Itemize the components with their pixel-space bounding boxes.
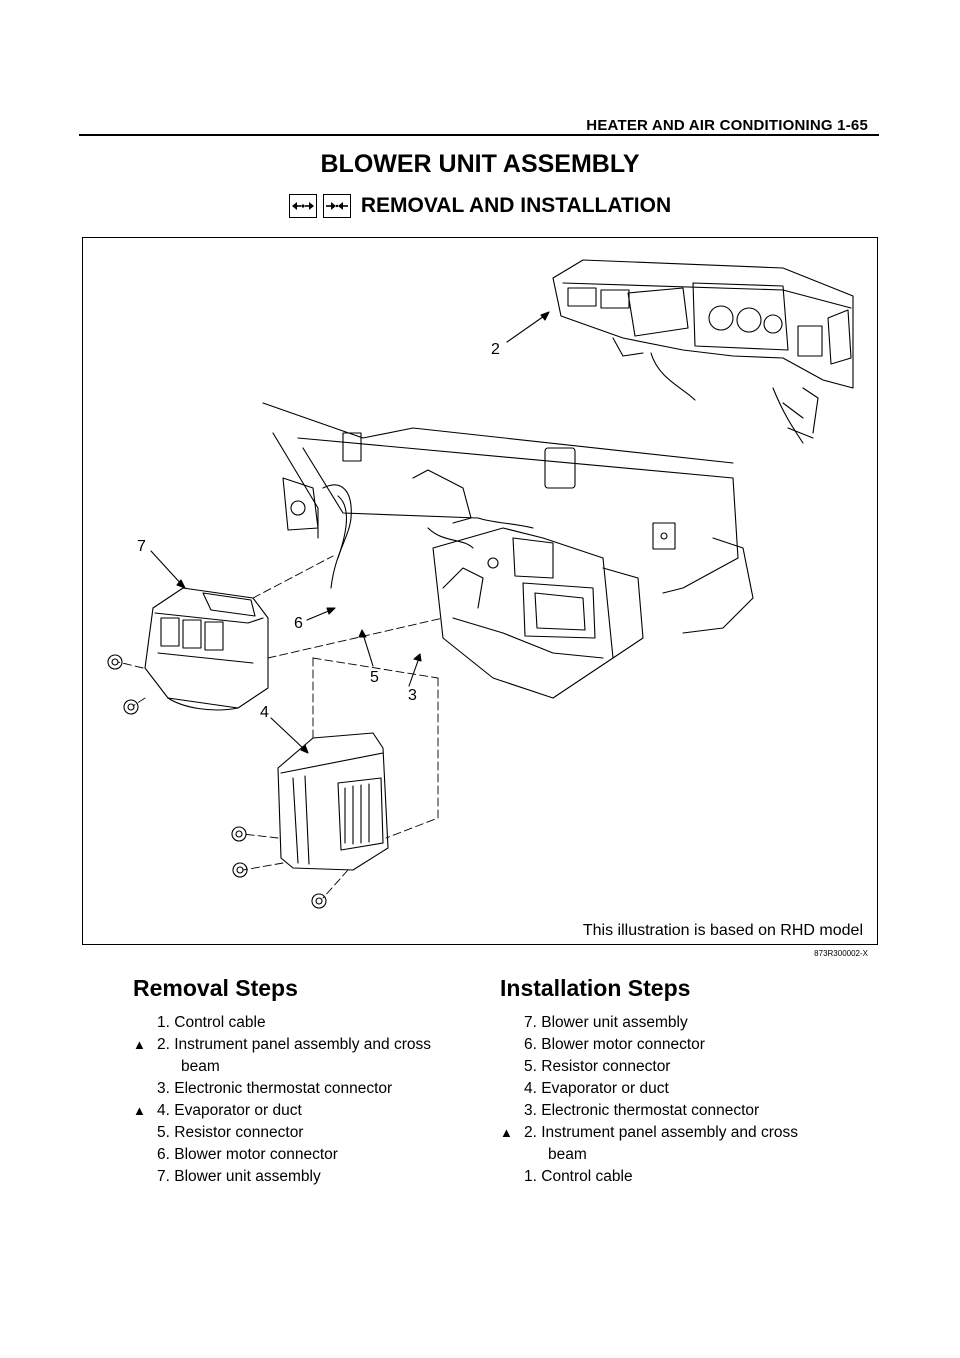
callout-3: 3 bbox=[408, 687, 417, 704]
step-number: 2. bbox=[157, 1036, 170, 1053]
step-number: 2. bbox=[524, 1124, 537, 1141]
figure-code: 873R300002-X bbox=[814, 949, 868, 958]
evaporator-drawing bbox=[231, 732, 389, 909]
removal-steps-list: 1. Control cable ▲ 2. Instrument panel ass… bbox=[133, 1012, 431, 1188]
step-item: 7. Blower unit assembly bbox=[500, 1012, 798, 1034]
step-text: Instrument panel assembly and cross bbox=[174, 1036, 431, 1053]
step-text: Electronic thermostat connector bbox=[174, 1080, 393, 1097]
step-number: 4. bbox=[524, 1080, 537, 1097]
step-text: Control cable bbox=[541, 1168, 633, 1185]
step-text: Instrument panel assembly and cross bbox=[541, 1124, 798, 1141]
step-item: 1. Control cable bbox=[133, 1012, 431, 1034]
step-number: 1. bbox=[157, 1014, 170, 1031]
callout-5: 5 bbox=[370, 669, 379, 686]
step-text: Evaporator or duct bbox=[541, 1080, 669, 1097]
illustration-drawing bbox=[107, 259, 854, 909]
removal-steps-heading: Removal Steps bbox=[133, 975, 298, 1001]
step-item: 7. Blower unit assembly bbox=[133, 1166, 431, 1188]
step-text: Blower unit assembly bbox=[541, 1014, 688, 1031]
heater-unit-drawing bbox=[427, 527, 644, 699]
step-item: 1. Control cable bbox=[500, 1166, 798, 1188]
step-text: Resistor connector bbox=[174, 1124, 304, 1141]
installation-arrows-icon bbox=[322, 194, 351, 218]
caution-triangle-icon: ▲ bbox=[500, 1125, 513, 1140]
step-text: Blower motor connector bbox=[174, 1146, 338, 1163]
callout-leaders bbox=[150, 311, 550, 754]
step-number: 6. bbox=[524, 1036, 537, 1053]
instrument-panel-drawing bbox=[552, 259, 854, 444]
running-header: HEATER AND AIR CONDITIONING 1-65 bbox=[586, 117, 868, 134]
header-rule bbox=[79, 134, 879, 136]
step-item: 4. Evaporator or duct bbox=[500, 1078, 798, 1100]
section-heading: REMOVAL AND INSTALLATION bbox=[0, 194, 960, 218]
step-item: 6. Blower motor connector bbox=[500, 1034, 798, 1056]
step-number: 1. bbox=[524, 1168, 537, 1185]
step-item: 3. Electronic thermostat connector bbox=[133, 1078, 431, 1100]
step-number: 7. bbox=[157, 1168, 170, 1185]
callout-7: 7 bbox=[137, 538, 146, 555]
step-item: ▲ 2. Instrument panel assembly and cross b… bbox=[133, 1034, 431, 1078]
step-number: 6. bbox=[157, 1146, 170, 1163]
step-text: Electronic thermostat connector bbox=[541, 1102, 760, 1119]
figure-caption: This illustration is based on RHD model bbox=[582, 922, 863, 939]
section-heading-text: REMOVAL AND INSTALLATION bbox=[360, 194, 672, 217]
step-item: 3. Electronic thermostat connector bbox=[500, 1100, 798, 1122]
blower-unit-drawing bbox=[107, 587, 269, 715]
step-number: 5. bbox=[524, 1058, 537, 1075]
installation-steps: Installation Steps 7. Blower unit assemb… bbox=[500, 975, 798, 1188]
step-text-continued: beam bbox=[181, 1058, 220, 1075]
exploded-view-illustration: 2 7 6 5 3 4 This illustration is based o… bbox=[82, 237, 878, 945]
step-number: 4. bbox=[157, 1102, 170, 1119]
callout-4: 4 bbox=[260, 704, 269, 721]
step-text: Evaporator or duct bbox=[174, 1102, 302, 1119]
removal-steps: Removal Steps 1. Control cable ▲ 2. Instru… bbox=[133, 975, 431, 1188]
step-item: 6. Blower motor connector bbox=[133, 1144, 431, 1166]
installation-steps-heading: Installation Steps bbox=[500, 975, 691, 1001]
step-text: Blower unit assembly bbox=[174, 1168, 321, 1185]
callout-6: 6 bbox=[294, 615, 303, 632]
step-text: Control cable bbox=[174, 1014, 266, 1031]
step-text: Resistor connector bbox=[541, 1058, 671, 1075]
step-number: 3. bbox=[524, 1102, 537, 1119]
caution-triangle-icon: ▲ bbox=[133, 1037, 146, 1052]
step-item: ▲ 4. Evaporator or duct bbox=[133, 1100, 431, 1122]
step-text-continued: beam bbox=[548, 1146, 587, 1163]
step-number: 7. bbox=[524, 1014, 537, 1031]
step-number: 3. bbox=[157, 1080, 170, 1097]
page-title: BLOWER UNIT ASSEMBLY bbox=[320, 150, 640, 178]
cross-beam-drawing bbox=[262, 402, 754, 634]
step-item: ▲ 2. Instrument panel assembly and cross b… bbox=[500, 1122, 798, 1166]
step-text: Blower motor connector bbox=[541, 1036, 705, 1053]
caution-triangle-icon: ▲ bbox=[133, 1103, 146, 1118]
callout-2: 2 bbox=[491, 341, 500, 358]
removal-arrows-icon bbox=[288, 194, 317, 218]
step-number: 5. bbox=[157, 1124, 170, 1141]
step-item: 5. Resistor connector bbox=[133, 1122, 431, 1144]
step-item: 5. Resistor connector bbox=[500, 1056, 798, 1078]
assembly-guide-lines bbox=[117, 555, 444, 899]
